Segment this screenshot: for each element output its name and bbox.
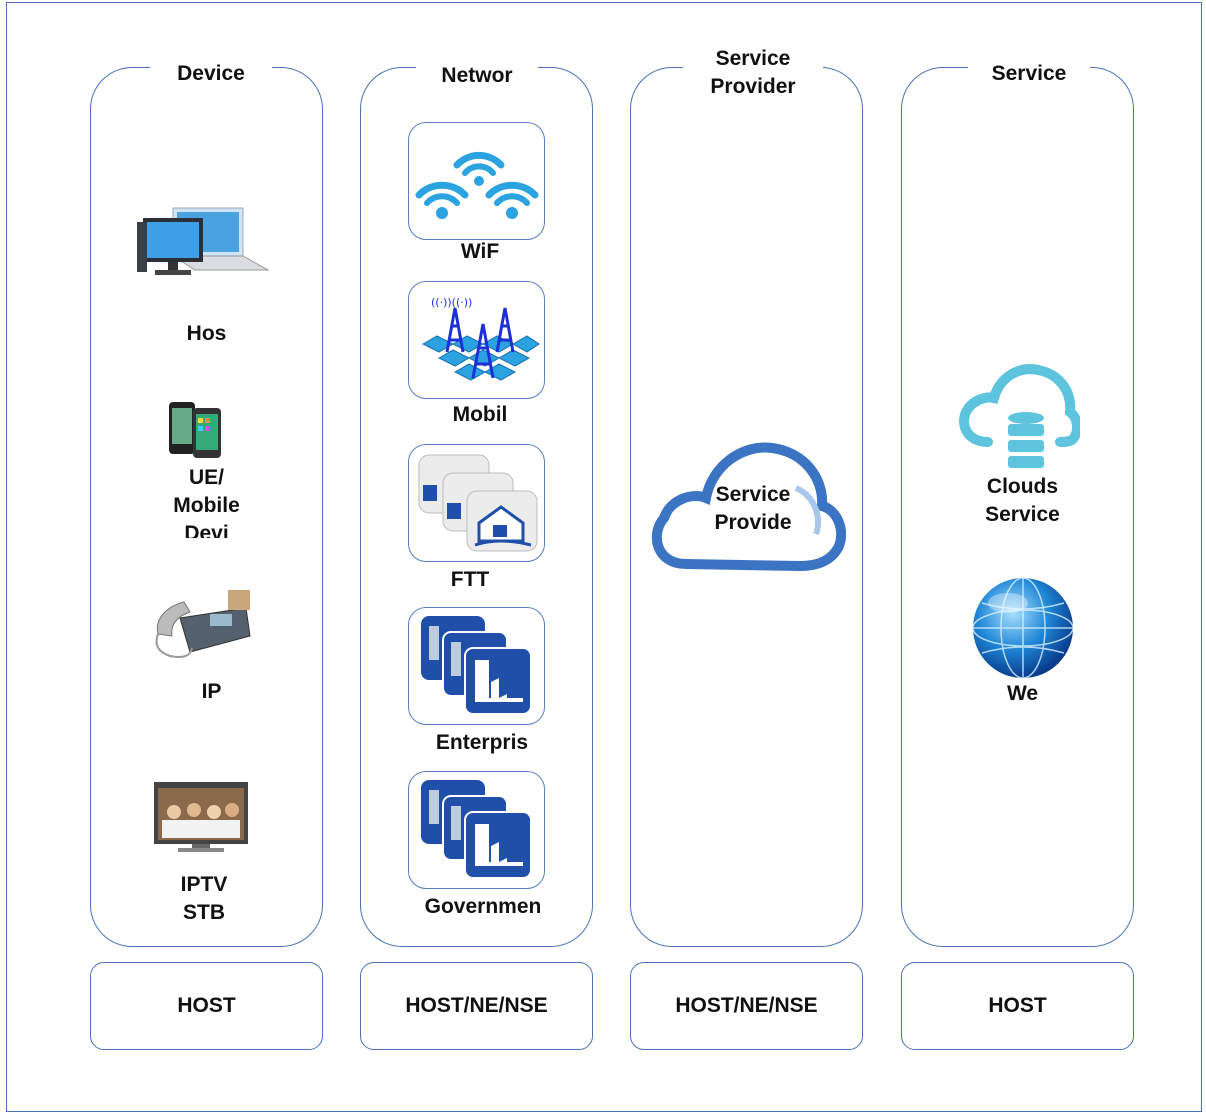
host-box-device: HOST — [90, 962, 323, 1050]
column-title-service: Service — [968, 60, 1090, 88]
service-provider-cloud-label: Service Provide — [714, 483, 792, 534]
desktop-laptop-icon — [137, 207, 270, 275]
service-clouds-label: Clouds Service — [985, 475, 1060, 526]
device-ip-phone-label: IP — [201, 680, 222, 703]
device-ue-mobile-label: UE/ Mobile Devi — [173, 466, 240, 538]
tile-ftth — [408, 444, 545, 562]
column-title-network: Networ — [416, 62, 538, 90]
fiber-home-icon — [418, 454, 538, 552]
network-enterprise-label: Enterpris — [435, 731, 529, 754]
network-mobile-label: Mobil — [452, 403, 508, 426]
network-wifi-label: WiF — [460, 240, 500, 263]
device-iptv-stb-label: IPTV STB — [180, 873, 228, 924]
tile-mobile: ((·))((·)) — [408, 281, 545, 399]
cell-tower-icon: ((·))((·)) — [421, 296, 540, 381]
tile-wifi — [408, 122, 545, 240]
enterprise-buildings-icon — [421, 616, 532, 715]
service-web-label: We — [1006, 682, 1039, 705]
tile-government — [408, 771, 545, 889]
host-box-service-provider: HOST/NE/NSE — [630, 962, 863, 1050]
smartphone-icon — [169, 402, 221, 458]
network-government-label: Governmen — [424, 895, 542, 918]
tile-enterprise — [408, 607, 545, 725]
svg-text:((·))((·)): ((·))((·)) — [431, 296, 472, 309]
cloud-icon — [651, 442, 846, 572]
ip-phone-icon — [155, 590, 251, 658]
wifi-icon — [415, 151, 539, 219]
device-host-label: Hos — [186, 322, 227, 345]
host-box-service: HOST — [901, 962, 1134, 1050]
host-box-network: HOST/NE/NSE — [360, 962, 593, 1050]
globe-icon — [972, 577, 1074, 679]
column-title-service-provider: Service Provider — [683, 45, 823, 101]
network-ftth-label: FTT — [450, 568, 490, 591]
column-title-device: Device — [150, 60, 272, 88]
government-buildings-icon — [421, 780, 532, 879]
iptv-screen-icon — [154, 782, 248, 852]
cloud-database-icon — [959, 364, 1080, 468]
